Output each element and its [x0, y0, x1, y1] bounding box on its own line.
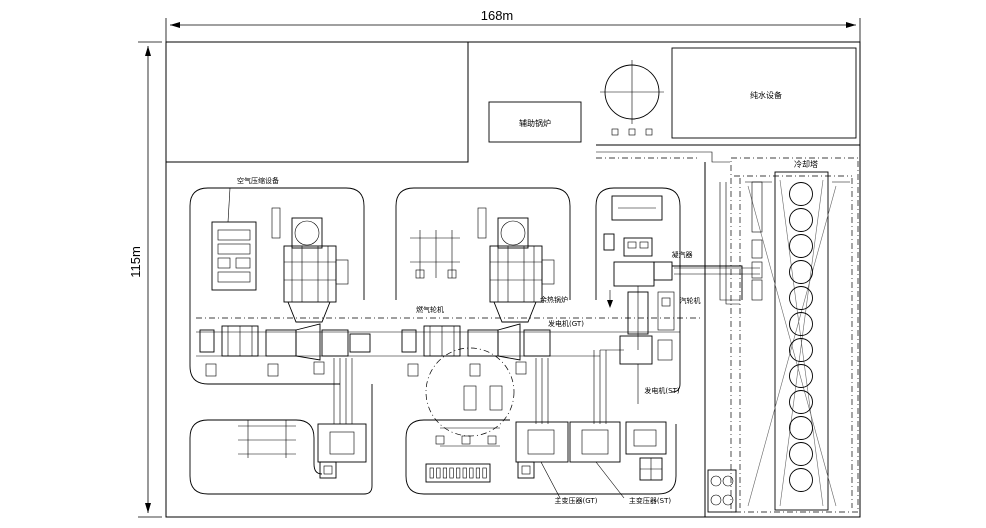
switchgear-bank [425, 427, 500, 483]
main-shaft-line [196, 317, 700, 357]
cooling-tower-cell [789, 390, 813, 414]
cooling-tower-cell [789, 416, 813, 440]
cooling-tower-cell [789, 468, 813, 492]
pure-water-equipment-label: 纯水设备 [750, 90, 782, 100]
circulating-water-pipe [672, 265, 743, 300]
generator-gt-label: 发电机(GT) [548, 319, 584, 328]
steam-turbine-label: 汽轮机 [680, 296, 701, 305]
condenser-label: 凝汽器 [672, 250, 693, 259]
height-dimension-label: 115m [128, 246, 143, 278]
water-tank [600, 60, 664, 136]
switchgear-panel [436, 467, 441, 479]
cooling-tower-cell [789, 442, 813, 466]
main-transformer-gt-label: 主变压器(GT) [555, 496, 598, 505]
waste-heat-boiler-2 [477, 207, 555, 323]
auxiliary-boiler [488, 101, 582, 143]
air-compression-equipment-label: 空气压缩设备 [237, 176, 279, 185]
width-dimension-label: 168m [481, 8, 514, 23]
switchgear-panel [462, 467, 467, 479]
switchgear-panel [469, 467, 474, 479]
auxiliary-boiler-label: 辅助锅炉 [519, 118, 551, 128]
cooling-tower-label: 冷却塔 [794, 159, 818, 169]
air-compression-equipment [211, 187, 257, 291]
cooling-tower-cell [789, 286, 813, 310]
generator-st-label: 发电机(ST) [644, 386, 679, 395]
height-dimension: 115m [128, 41, 162, 518]
pure-water-equipment [671, 47, 857, 139]
transformer-gt-2 [515, 421, 569, 479]
waste-heat-boiler-1 [271, 207, 349, 323]
gas-turbine-label: 燃气轮机 [416, 305, 444, 314]
cooling-tower-cell [789, 260, 813, 284]
switchgear-panel [449, 467, 454, 479]
cooling-tower-cell [789, 234, 813, 258]
site-boundary [165, 41, 861, 518]
cooling-tower-cell [789, 208, 813, 232]
switchgear-panel [429, 467, 434, 479]
transformer-st [569, 421, 667, 481]
building-outlines [189, 187, 681, 495]
pump-skid [707, 469, 737, 513]
main-transformer-st-label: 主变压器(ST) [629, 496, 671, 505]
width-dimension: 168m [165, 8, 861, 42]
switchgear-panel [482, 467, 487, 479]
switchgear-panel [456, 467, 461, 479]
cable-ducts [333, 349, 624, 424]
cooling-tower-cell [789, 338, 813, 362]
gas-turbine-train-2 [401, 323, 551, 411]
switchgear-panel [475, 467, 481, 479]
cooling-tower-cell [789, 312, 813, 336]
gas-turbine-train-1 [199, 323, 371, 377]
transformer-gt-1 [317, 423, 367, 479]
cooling-water-pipes [596, 151, 763, 305]
gas-turbine-swing-radius [425, 347, 515, 437]
pipe-racks [238, 230, 460, 458]
steam-turbine-building [603, 195, 675, 404]
switchgear-panel [442, 467, 448, 479]
waste-heat-boiler-label: 余热锅炉 [540, 295, 568, 304]
cooling-tower-cell [789, 182, 813, 206]
cooling-tower [730, 157, 859, 513]
cooling-tower-cell [789, 364, 813, 388]
